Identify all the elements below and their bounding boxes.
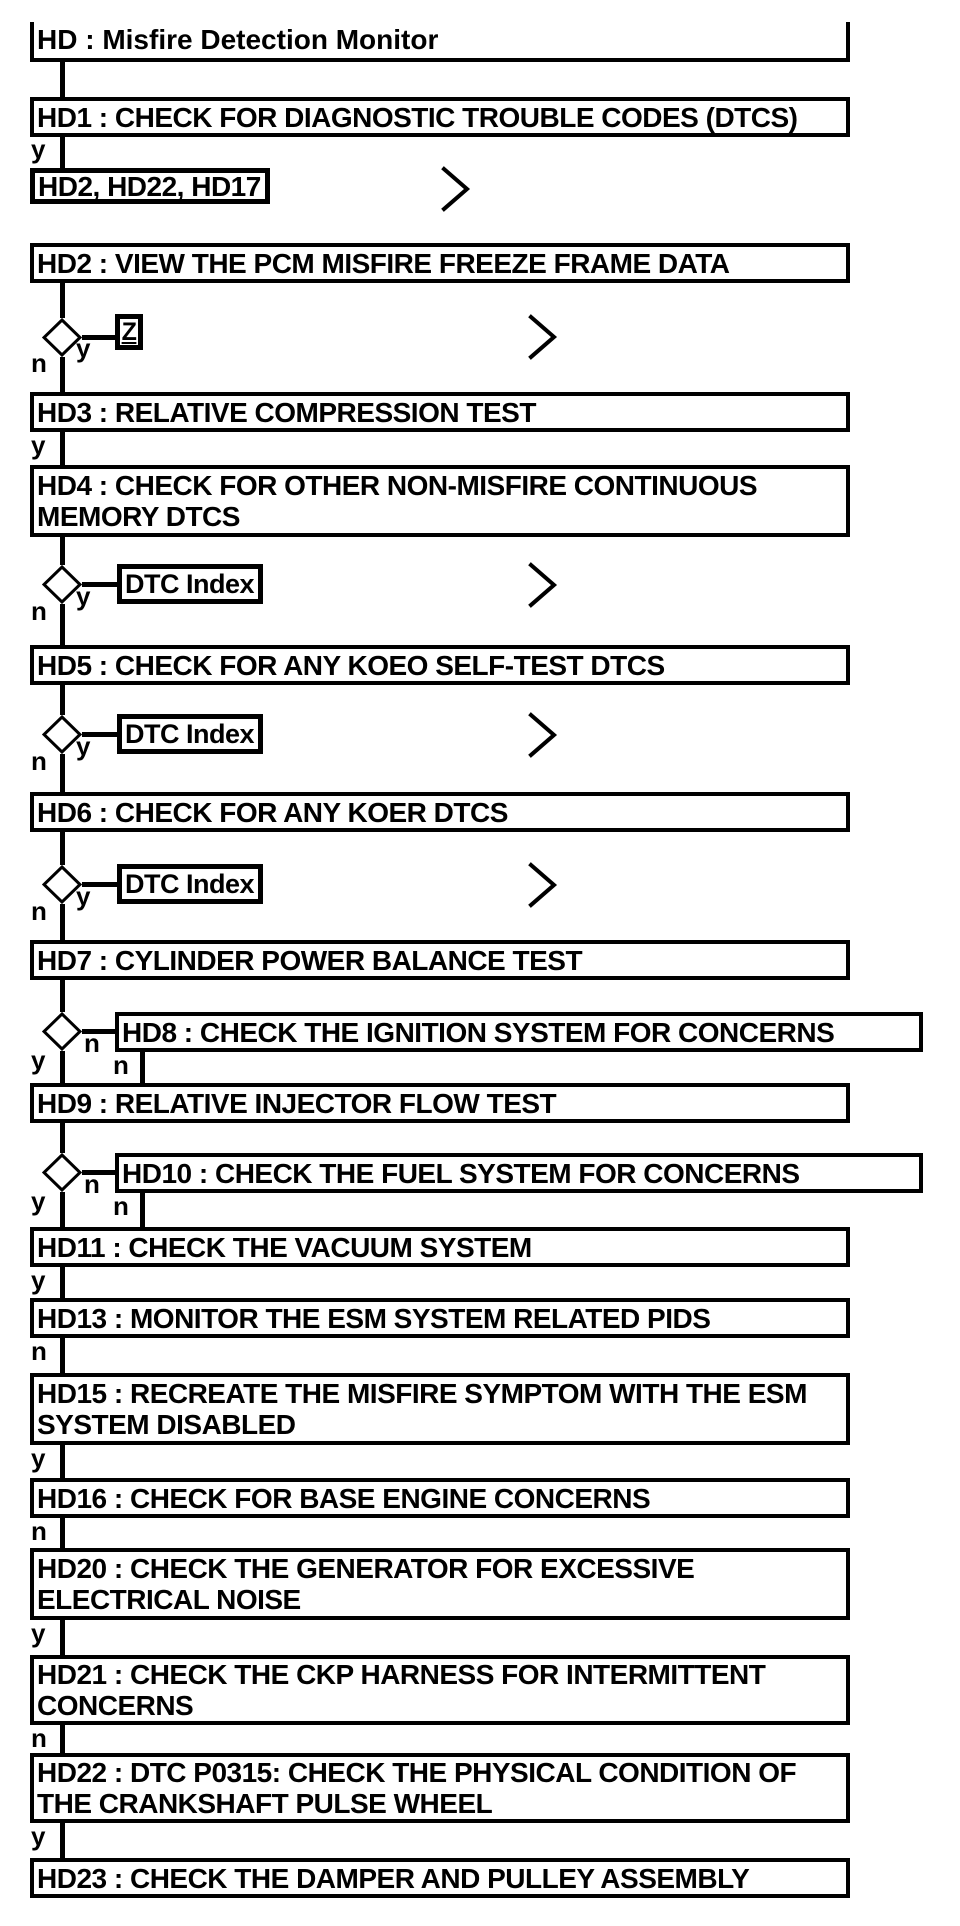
connector-line <box>60 754 65 792</box>
branch-label-no: n <box>113 1050 129 1080</box>
decision-diamond <box>42 865 82 904</box>
off-page-connector-z: Z <box>115 314 143 350</box>
connector-line <box>60 1338 65 1373</box>
branch-label-yes: y <box>31 1443 46 1473</box>
connector-line <box>60 685 65 715</box>
step-box-hd22: HD22 : DTC P0315: CHECK THE PHYSICAL CON… <box>30 1753 850 1823</box>
connector-line <box>60 832 65 865</box>
step-box-hd2: HD2 : VIEW THE PCM MISFIRE FREEZE FRAME … <box>30 243 850 283</box>
connector-line <box>60 604 65 645</box>
branch-label-yes: y <box>31 1265 46 1295</box>
branch-label-no: n <box>31 348 47 378</box>
step-box-hd13: HD13 : MONITOR THE ESM SYSTEM RELATED PI… <box>30 1298 850 1338</box>
connector-line <box>60 1123 65 1153</box>
branch-label-no: n <box>113 1191 129 1221</box>
branch-label-yes: y <box>31 1045 46 1075</box>
branch-label-no: n <box>31 1516 47 1546</box>
step-box-hd15: HD15 : RECREATE THE MISFIRE SYMPTOM WITH… <box>30 1373 850 1445</box>
branch-label-no: n <box>31 746 47 776</box>
connector-line <box>60 537 65 565</box>
connector-line <box>60 1725 65 1753</box>
connector-line <box>82 1029 115 1034</box>
continue-arrow-icon <box>528 862 558 908</box>
reference-box-dtc-index: DTC Index <box>117 864 263 904</box>
step-box-hd3: HD3 : RELATIVE COMPRESSION TEST <box>30 392 850 432</box>
step-box-hd20: HD20 : CHECK THE GENERATOR FOR EXCESSIVE… <box>30 1548 850 1620</box>
branch-label-yes: y <box>76 333 91 363</box>
branch-label-no: n <box>84 1169 100 1199</box>
connector-line <box>60 137 65 168</box>
decision-diamond <box>42 715 82 754</box>
reference-box-dtc-index: DTC Index <box>117 714 263 754</box>
step-box-hd10: HD10 : CHECK THE FUEL SYSTEM FOR CONCERN… <box>115 1153 923 1193</box>
connector-line <box>82 882 117 887</box>
continue-arrow-icon <box>528 562 558 608</box>
step-box-hd21: HD21 : CHECK THE CKP HARNESS FOR INTERMI… <box>30 1655 850 1725</box>
decision-diamond <box>42 1012 82 1051</box>
connector-line <box>60 62 65 97</box>
branch-label-no: n <box>31 1336 47 1366</box>
step-box-hd5: HD5 : CHECK FOR ANY KOEO SELF-TEST DTCS <box>30 645 850 685</box>
reference-box-dtc-index: DTC Index <box>117 564 263 604</box>
connector-line <box>60 1518 65 1548</box>
step-box-hd7: HD7 : CYLINDER POWER BALANCE TEST <box>30 940 850 980</box>
connector-line <box>60 1051 65 1083</box>
step-box-hd1: HD1 : CHECK FOR DIAGNOSTIC TROUBLE CODES… <box>30 97 850 137</box>
connector-line <box>60 1445 65 1478</box>
connector-line <box>60 432 65 465</box>
continue-arrow-icon <box>528 712 558 758</box>
connector-line <box>82 582 117 587</box>
branch-label-yes: y <box>76 581 91 611</box>
connector-line <box>60 1267 65 1298</box>
step-box-hd8: HD8 : CHECK THE IGNITION SYSTEM FOR CONC… <box>115 1012 923 1052</box>
step-box-hd23: HD23 : CHECK THE DAMPER AND PULLEY ASSEM… <box>30 1858 850 1898</box>
branch-label-yes: y <box>76 731 91 761</box>
step-box-hd11: HD11 : CHECK THE VACUUM SYSTEM <box>30 1227 850 1267</box>
connector-line <box>140 1193 145 1227</box>
flowchart-title: HD : Misfire Detection Monitor <box>30 22 850 62</box>
step-box-hd16: HD16 : CHECK FOR BASE ENGINE CONCERNS <box>30 1478 850 1518</box>
continue-arrow-icon <box>441 166 471 212</box>
connector-line <box>60 980 65 1012</box>
connector-line <box>60 1192 65 1227</box>
decision-diamond <box>42 1153 82 1192</box>
connector-line <box>140 1052 145 1083</box>
continue-arrow-icon <box>528 314 558 360</box>
connector-line <box>60 1823 65 1858</box>
step-box-hd9: HD9 : RELATIVE INJECTOR FLOW TEST <box>30 1083 850 1123</box>
connector-line <box>60 283 65 318</box>
branch-label-no: n <box>31 1723 47 1753</box>
branch-label-yes: y <box>31 430 46 460</box>
connector-line <box>82 732 117 737</box>
connector-line <box>60 1620 65 1655</box>
branch-label-no: n <box>31 596 47 626</box>
decision-diamond <box>42 565 82 604</box>
step-box-hd4: HD4 : CHECK FOR OTHER NON-MISFIRE CONTIN… <box>30 465 850 537</box>
branch-label-yes: y <box>31 1618 46 1648</box>
connector-line <box>60 904 65 940</box>
step-box-hd6: HD6 : CHECK FOR ANY KOER DTCS <box>30 792 850 832</box>
branch-label-yes: y <box>76 881 91 911</box>
connector-line <box>60 357 65 392</box>
branch-label-yes: y <box>31 1821 46 1851</box>
branch-label-no: n <box>31 896 47 926</box>
connector-line <box>82 1170 115 1175</box>
decision-diamond <box>42 318 82 357</box>
branch-label-no: n <box>84 1028 100 1058</box>
connector-line <box>82 335 117 340</box>
reference-box-hd2-hd22-hd17: HD2, HD22, HD17 <box>30 168 270 204</box>
branch-label-yes: y <box>31 134 46 164</box>
branch-label-yes: y <box>31 1186 46 1216</box>
